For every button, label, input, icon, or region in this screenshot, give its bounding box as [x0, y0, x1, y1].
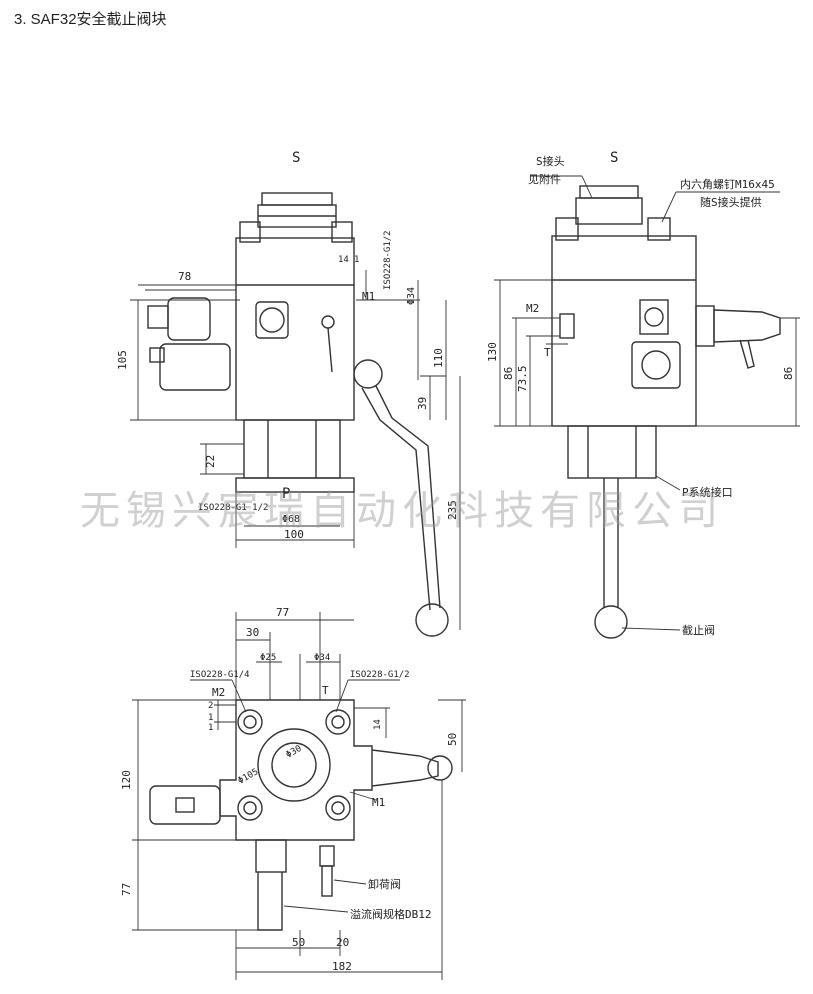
side-label-m2: M2 — [526, 302, 539, 315]
top-unload-valve: 卸荷阀 — [368, 877, 401, 891]
side-system-port: P系统接口 — [682, 486, 733, 499]
top-dim-phi105: Φ105 — [237, 767, 261, 787]
top-iso-left: ISO228-G1/4 — [190, 670, 250, 680]
top-dim-phi30: Φ30 — [285, 744, 304, 761]
top-dim-2: 2 — [208, 701, 213, 711]
front-dim-phi34: Φ34 — [406, 287, 417, 305]
top-dim-30: 30 — [246, 626, 259, 639]
top-dim-77-side: 77 — [120, 883, 133, 896]
top-dim-182: 182 — [332, 960, 352, 973]
front-dim-100: 100 — [284, 528, 304, 541]
side-s-joint: S接头 — [536, 155, 565, 168]
top-dim-14: 14 — [373, 719, 383, 730]
side-label-t: T — [544, 346, 551, 359]
side-dim-86-left: 86 — [502, 367, 515, 380]
front-dim-39: 39 — [416, 397, 429, 410]
top-view-dimensions — [132, 612, 466, 980]
side-dim-86-right: 86 — [782, 367, 795, 380]
top-relief-valve: 溢流阀规格DB12 — [350, 907, 432, 921]
front-dim-phi68: Φ68 — [282, 514, 300, 525]
front-port-s: S — [292, 150, 300, 166]
front-dim-22: 22 — [204, 455, 217, 468]
top-dim-50-bottom: 50 — [292, 936, 305, 949]
top-dim-120: 120 — [120, 770, 133, 790]
top-dim-77-top: 77 — [276, 606, 289, 619]
watermark: 无锡兴宸瑞自动化科技有限公司 — [80, 488, 724, 534]
side-hex-screw: 内六角螺钉M16x45 — [680, 177, 775, 191]
front-dim-110: 110 — [432, 348, 445, 368]
front-dim-14: 14 — [338, 255, 349, 265]
front-view-body — [147, 192, 449, 637]
front-dim-105: 105 — [116, 350, 129, 370]
side-port-s: S — [610, 150, 618, 166]
front-port-p: P — [282, 486, 290, 502]
top-dim-20: 20 — [336, 936, 349, 949]
front-dim-1: 1 — [354, 255, 359, 265]
top-dim-phi25: Φ25 — [260, 653, 276, 663]
top-view-body — [149, 699, 453, 931]
side-dim-130: 130 — [486, 342, 499, 362]
top-label-m2: M2 — [212, 686, 225, 699]
front-dim-78: 78 — [178, 270, 191, 283]
top-dim-1b: 1 — [208, 723, 213, 733]
side-dim-73-5: 73.5 — [516, 366, 529, 393]
page-title: 3. SAF32安全截止阀块 — [14, 11, 167, 28]
side-supplied: 随S接头提供 — [700, 195, 762, 209]
front-label-m1: M1 — [362, 290, 375, 303]
side-shutoff-valve: 截止阀 — [682, 623, 715, 637]
side-view-body — [551, 185, 781, 639]
top-dim-50: 50 — [446, 733, 459, 746]
side-see-attachment: 见附件 — [528, 172, 561, 186]
side-view-dimensions — [494, 175, 800, 631]
front-iso-bottom: ISO228-G1 1/2 — [198, 503, 268, 513]
top-dim-1a: 1 — [208, 713, 213, 723]
top-iso-right: ISO228-G1/2 — [350, 670, 410, 680]
front-iso-top: ISO228-G1/2 — [383, 230, 393, 290]
front-dim-235: 235 — [446, 500, 459, 520]
top-label-t: T — [322, 684, 329, 697]
front-view-dimensions — [130, 270, 461, 630]
top-dim-phi34: Φ34 — [314, 653, 330, 663]
top-label-m1: M1 — [372, 796, 385, 809]
